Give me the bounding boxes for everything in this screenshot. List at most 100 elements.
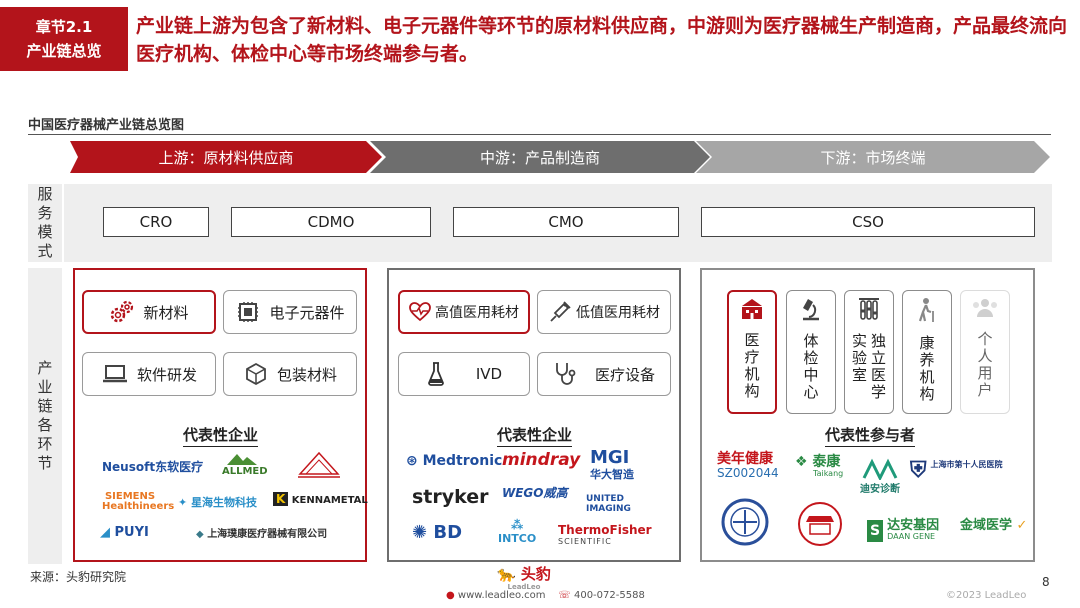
logo-daan: S 达安基因 DAAN GENE (867, 519, 939, 542)
stage-midstream: 中游：产品制造商 (370, 141, 710, 173)
logo-wego: WEGO威高 (502, 486, 568, 500)
upstream-item-packaging: 包装材料 (223, 352, 357, 396)
upstream-rep-title: 代表性企业 (183, 424, 259, 447)
brand-logo: 🐆 头豹 LeadLeo (497, 565, 551, 591)
page-number: 8 (1042, 575, 1050, 589)
logo-bd: ✺ BD (412, 522, 463, 543)
stethoscope-icon (553, 361, 577, 387)
logo-medtronic: ⊛ Medtronic (406, 453, 503, 469)
logo-thermofisher: ThermoFisher SCIENTIFIC (558, 523, 652, 546)
leopard-icon: 🐆 (497, 565, 516, 583)
item-label: 低值医用耗材 (576, 305, 660, 321)
website-link[interactable]: www.leadleo.com (457, 590, 546, 601)
flask-icon (426, 361, 446, 387)
copyright: ©2023 LeadLeo (946, 590, 1027, 601)
puyi-wing-icon: ◢ (100, 525, 110, 540)
item-label: 软件研发 (136, 365, 197, 384)
downstream-item-independent-labs: 实 验 室 独 立 医 学 (844, 290, 894, 414)
box-icon (243, 361, 269, 387)
midstream-item-high-value: 高值医用耗材 (398, 290, 530, 334)
test-tubes-icon (857, 297, 881, 325)
logo-red-emblem (794, 500, 846, 552)
logo-shanghai-tenth: ⛨ 上海市第十人民医院 (910, 458, 1003, 483)
row-label-service: 服 务 模 式 (28, 184, 62, 262)
medtronic-globe-icon: ⊛ (406, 453, 418, 469)
row-label-chain: 产 业 链 各 环 节 (37, 359, 53, 472)
kennametal-k-icon: K (273, 492, 289, 506)
kingmed-leaf-icon: ✓ (1016, 518, 1028, 533)
chapter-section: 产业链总览 (26, 42, 102, 60)
stage-arrows: 上游：原材料供应商 中游：产品制造商 下游：市场终端 (70, 141, 1050, 173)
logo-mgi: MGI 华大智造 (590, 447, 634, 482)
item-label: 医疗设备 (594, 365, 655, 384)
gears-icon (109, 299, 135, 325)
contact-info: ● www.leadleo.com ☏ 400-072-5588 (446, 590, 645, 601)
xinghai-dot-icon: ✦ (178, 496, 188, 509)
bd-sun-icon: ✺ (412, 522, 428, 543)
item-label: IVD (475, 365, 503, 383)
blue-emblem-icon (721, 498, 769, 546)
globe-icon: ● (446, 590, 455, 601)
upstream-item-electronics: 电子元器件 (223, 290, 357, 334)
source-note: 来源：头豹研究院 (30, 570, 127, 584)
chapter-summary: 产业链上游为包含了新材料、电子元器件等环节的原材料供应商，中游则为医疗器械生产制… (136, 15, 1068, 65)
syringe-icon (548, 300, 572, 324)
diagram-title: 中国医疗器械产业链总览图 (28, 118, 185, 133)
hospital-icon (739, 298, 765, 324)
item-label: 包装材料 (276, 365, 337, 384)
allmed-mark-icon (226, 454, 257, 465)
logo-united-imaging: UNITED IMAGING (586, 494, 631, 514)
chain-band (28, 268, 62, 564)
heart-pulse-icon (409, 302, 431, 322)
midstream-item-low-value: 低值医用耗材 (537, 290, 671, 334)
logo-intco: ⁂ INTCO (498, 518, 537, 545)
tenth-hospital-emblem-icon: ⛨ (910, 458, 927, 483)
logo-red-seal (296, 450, 342, 484)
dian-mark-icon (862, 458, 898, 480)
item-label: 电子元器件 (269, 303, 345, 322)
logo-allmed: ALLMED (222, 452, 268, 477)
daan-mark-icon: S (867, 520, 884, 542)
logo-kingmed: 金域医学 ✓ (960, 518, 1028, 533)
logo-kennametal: K KENNAMETAL (273, 492, 368, 506)
logo-neusoft: Neusoft东软医疗 (102, 460, 204, 474)
downstream-item-elderly-care: 康 养 机 构 (902, 290, 952, 414)
item-label: 高值医用耗材 (435, 305, 519, 321)
intco-burst-icon: ⁂ (510, 518, 524, 532)
service-cro: CRO (103, 207, 209, 237)
midstream-item-ivd: IVD (398, 352, 530, 396)
pukon-mark-icon: ◆ (196, 529, 204, 540)
midstream-item-equipment: 医疗设备 (537, 352, 671, 396)
midstream-rep-title: 代表性企业 (497, 424, 573, 447)
taikang-leaf-icon: ❖ (795, 454, 808, 470)
title-divider (28, 134, 1051, 135)
phone-number: 400-072-5588 (573, 590, 645, 601)
red-emblem-icon (798, 502, 842, 546)
laptop-icon (101, 362, 129, 386)
downstream-item-checkup-centers: 体 检 中 心 (786, 290, 836, 414)
phone-icon: ☏ (558, 590, 571, 601)
logo-meinian: 美年健康 SZ002044 (717, 451, 779, 480)
logo-taikang: ❖ 泰康 Taikang (795, 454, 844, 478)
service-cdmo: CDMO (231, 207, 431, 237)
chapter-tag: 章节2.1 产业链总览 (0, 7, 128, 71)
logo-pukon: ◆ 上海璞康医疗器械有限公司 (196, 529, 328, 540)
item-label: 新材料 (143, 303, 189, 322)
elderly-person-icon (916, 297, 938, 327)
red-seal-icon (298, 451, 340, 478)
stage-downstream: 下游：市场终端 (696, 141, 1050, 173)
upstream-item-new-materials: 新材料 (82, 290, 216, 334)
logo-xinghai: ✦ 星海生物科技 (178, 496, 258, 509)
downstream-item-individual-users: 个 人 用 户 (960, 290, 1010, 414)
chapter-number: 章节2.1 (35, 18, 93, 36)
downstream-rep-title: 代表性参与者 (825, 424, 916, 447)
service-cmo: CMO (453, 207, 679, 237)
stage-upstream: 上游：原材料供应商 (70, 141, 382, 173)
chip-icon (235, 299, 261, 325)
upstream-item-software: 软件研发 (82, 352, 216, 396)
logo-blue-emblem (721, 498, 769, 550)
logo-puyi: ◢ PUYI (100, 525, 149, 540)
users-icon (971, 297, 999, 323)
logo-mindray: mindray (502, 450, 581, 470)
microscope-icon (800, 297, 822, 325)
